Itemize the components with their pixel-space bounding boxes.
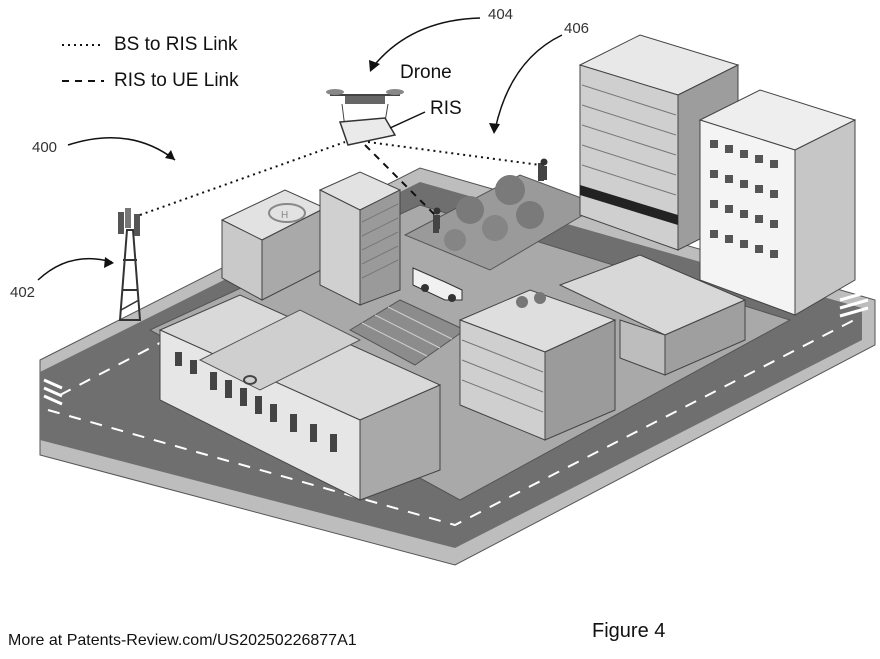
- ris-panel-icon: [338, 117, 397, 146]
- crosswalk-right: [839, 290, 869, 318]
- ris-to-ue-link: [364, 144, 436, 216]
- base-station-tower: [118, 208, 142, 321]
- ref-numeral-400: 400: [32, 139, 58, 156]
- legend-label-bs-ris: BS to RIS Link: [114, 34, 238, 55]
- ris-label: RIS: [430, 98, 462, 119]
- legend-label-ris-ue: RIS to UE Link: [114, 70, 239, 91]
- arrowhead-406: [489, 123, 500, 134]
- crosswalk-left: [43, 378, 63, 406]
- building-classical: [158, 294, 442, 501]
- building-helipad: H: [220, 189, 327, 301]
- bs-to-ris-link-2: [367, 141, 541, 166]
- arrow-400: [67, 136, 176, 161]
- building-low-complex: [558, 254, 747, 376]
- dashed-line-swatch: [62, 80, 104, 82]
- arrow-404: [371, 17, 481, 69]
- building-office-right: [698, 89, 857, 316]
- arrow-406: [494, 34, 563, 131]
- ue-user-right: [540, 158, 548, 180]
- ref-numeral-406: 406: [564, 20, 590, 37]
- lane-marking-front: [47, 317, 859, 527]
- arrowhead-404: [369, 60, 380, 72]
- svg-text:H: H: [281, 210, 288, 221]
- footer-source: More at Patents-Review.com/US20250226877…: [8, 632, 357, 649]
- building-glass-cube: [458, 289, 617, 441]
- ris-leader-line: [389, 111, 426, 129]
- legend-item-ris-ue: RIS to UE Link: [62, 70, 239, 92]
- van: [412, 267, 463, 302]
- legend-item-bs-ris: BS to RIS Link: [62, 34, 238, 56]
- arrow-402: [37, 257, 113, 281]
- ue-user-left: [433, 207, 441, 229]
- dotted-line-swatch: [62, 44, 104, 46]
- figure-caption: Figure 4: [592, 620, 666, 642]
- arrowhead-402: [104, 257, 114, 268]
- building-mid-tower: [318, 171, 402, 306]
- ref-numeral-402: 402: [10, 284, 36, 301]
- drone-label: Drone: [400, 62, 452, 83]
- bs-to-ris-link: [139, 141, 346, 216]
- ref-numeral-404: 404: [488, 6, 514, 23]
- arrowhead-400: [165, 150, 175, 160]
